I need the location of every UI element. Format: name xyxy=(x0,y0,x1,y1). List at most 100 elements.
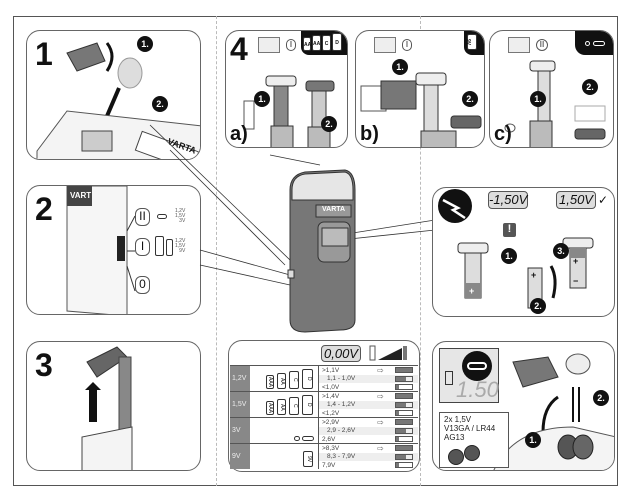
step-number: 4 xyxy=(230,31,248,67)
voltage-range-row: <1,0V xyxy=(319,383,418,392)
step-number: 3 xyxy=(35,347,53,383)
group-voltage-label: 1,2V xyxy=(230,366,250,391)
group-voltage-label: 3V xyxy=(230,418,250,443)
voltage-range-row: >8,3V ⇨ xyxy=(319,444,418,453)
coin-cell-spec-box: 2x 1,5V V13GA / LR44 AG13 xyxy=(439,412,509,468)
battery-level-header-icon xyxy=(369,345,407,361)
step-badge: 1. xyxy=(501,248,517,264)
voltage-range: 7,9V xyxy=(322,461,336,469)
cell-type-icons: 9V xyxy=(250,444,318,469)
insert-cylindrical-illustration xyxy=(243,75,335,147)
coin-cell-icon xyxy=(294,436,300,441)
voltage-range: 1,1 - 1,0V xyxy=(327,375,356,383)
voltage-label: 1,2V xyxy=(175,208,186,214)
arrow-right-icon: ⇨ xyxy=(377,391,384,401)
switch-thumb-icon xyxy=(374,37,396,53)
cell-icon: D xyxy=(302,369,313,389)
battery-level-bar xyxy=(395,462,413,469)
switch-position-i: I xyxy=(135,238,150,256)
substep-label: a) xyxy=(230,123,248,145)
voltage-range: 1,4 - 1,2V xyxy=(327,401,356,409)
voltage-range-row: 1,1 - 1,0V xyxy=(319,374,418,384)
divider xyxy=(216,16,217,486)
step-1-panel: 1 1. 2. VARTA xyxy=(26,30,201,160)
voltage-range-row: 2,9 - 2,6V xyxy=(319,426,418,436)
step-3-panel: 3 xyxy=(26,341,201,471)
voltage-range-row: >1,4V ⇨ xyxy=(319,392,418,401)
voltage-range-row: >1,1V ⇨ xyxy=(319,366,418,375)
voltage-range: >1,1V xyxy=(322,366,340,374)
voltage-range: <1,2V xyxy=(322,409,340,417)
coin-cell-icon xyxy=(448,449,464,465)
cell-type-icons xyxy=(250,418,318,443)
open-lid-illustration xyxy=(81,346,133,470)
cell-icon: AAA xyxy=(266,375,274,389)
step-number: 2 xyxy=(35,191,53,227)
voltage-range: 2,9 - 2,6V xyxy=(327,427,356,435)
spec-line: AG13 xyxy=(444,433,465,442)
cell-icon-d: D xyxy=(332,33,342,51)
voltage-range: >1,4V xyxy=(322,392,340,400)
voltage-range: 8,3 - 7,9V xyxy=(327,453,356,461)
cell-icon: C xyxy=(289,371,299,389)
battery-level-bar xyxy=(395,401,413,408)
voltage-range-row: <1,2V xyxy=(319,409,418,418)
cell-types-header xyxy=(575,31,613,55)
cell-icon-aa: AA xyxy=(312,35,321,51)
coin-cell-icon xyxy=(585,41,590,46)
minus-terminal: − xyxy=(573,276,579,286)
battery-replace-panel: 1.50 2x 1,5V V13GA / LR44 AG13 1. 2. xyxy=(432,341,615,471)
device-brand-logo: VARTA xyxy=(322,206,346,213)
lcd-zero-reading: 0,00V xyxy=(321,345,361,362)
cell-icon: D xyxy=(302,395,313,415)
voltage-label: 1,5V xyxy=(175,243,186,249)
step-badge: 1. xyxy=(392,59,408,75)
lcd-reading-correct: 1,50V xyxy=(556,191,596,209)
voltage-label: 3V xyxy=(179,218,186,224)
voltage-label: 1,5V xyxy=(175,213,186,219)
battery-level-bar xyxy=(395,367,413,374)
cell-icon-aaa: AAA xyxy=(303,37,315,51)
voltage-range: >8,3V xyxy=(322,444,340,452)
page-frame xyxy=(13,16,618,486)
coin-cell-icon xyxy=(302,436,314,441)
plus-terminal: + xyxy=(573,256,579,266)
battery-cover-illustration xyxy=(36,42,200,159)
voltage-range: >2,9V xyxy=(322,418,340,426)
switch-position-0: 0 xyxy=(135,276,150,294)
coin-cell-icon xyxy=(157,214,167,219)
arrow-right-icon: ⇨ xyxy=(377,443,384,453)
polarity-panel: -1,50V 1,50V ✓ ! 1. 2. 3. + + + − xyxy=(432,187,615,317)
lcd-digits: 1.50 xyxy=(456,377,499,402)
battery-level-bar xyxy=(395,393,413,400)
step-2-panel: 2 VART II 1,2V 1,5V 3V I 1,2V 1,5V 9V 0 xyxy=(26,185,201,315)
voltage-range-row: 1,4 - 1,2V xyxy=(319,400,418,410)
plus-terminal: + xyxy=(469,286,475,296)
voltage-range: 2,6V xyxy=(322,435,336,443)
arrow-right-icon: ⇨ xyxy=(377,365,384,375)
group-voltage-label: 9V xyxy=(230,444,250,469)
checkmark-icon: ✓ xyxy=(598,193,609,207)
divider xyxy=(420,16,421,486)
voltage-range-row: 7,9V xyxy=(319,461,418,470)
switch-position: II xyxy=(536,39,548,51)
step-badge: 2. xyxy=(321,116,337,132)
step-badge: 2. xyxy=(593,390,609,406)
lcd-reading-wrong: -1,50V xyxy=(488,191,528,209)
battery-level-bar xyxy=(395,384,413,391)
step-badge: 2. xyxy=(462,91,478,107)
step-number: 1 xyxy=(35,36,53,72)
switch-thumb-icon xyxy=(258,37,280,53)
step-badge: 3. xyxy=(553,243,569,259)
switch-position: I xyxy=(402,39,412,51)
arrow-right-icon: ⇨ xyxy=(377,417,384,427)
battery-low-icon xyxy=(445,371,453,385)
